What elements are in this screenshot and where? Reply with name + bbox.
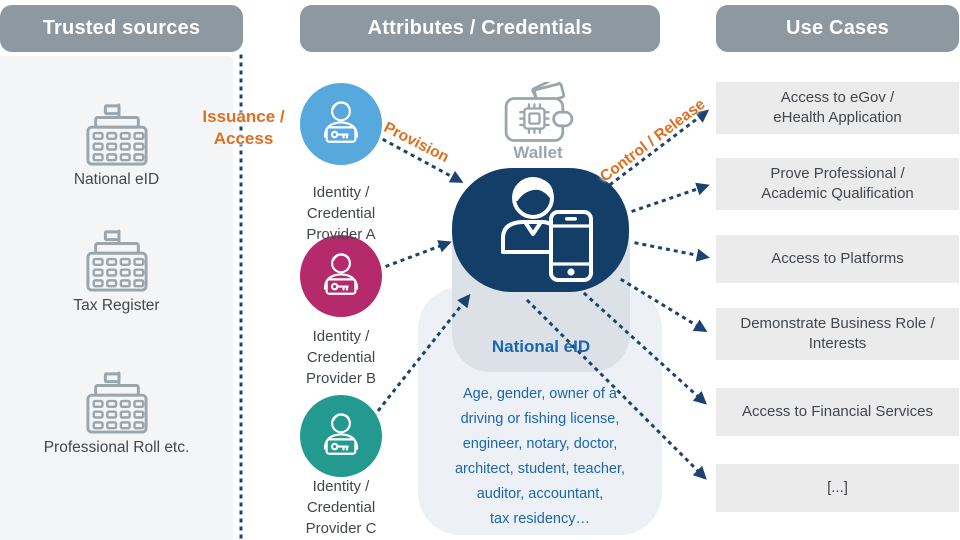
national-eid-card-label: National eID bbox=[491, 337, 591, 356]
use-cases-title: Use Cases bbox=[786, 17, 889, 39]
arrow-eid-to-usecase-2 bbox=[631, 182, 710, 213]
usecase-more: [...] bbox=[716, 464, 959, 512]
use-cases-header: Use Cases bbox=[716, 5, 959, 52]
usecase-business-role: Demonstrate Business Role / Interests bbox=[716, 308, 959, 360]
arrow-eid-to-usecase-6 bbox=[525, 298, 707, 480]
arrow-provider-c-to-eid bbox=[371, 293, 471, 419]
identity-provider-icon bbox=[323, 253, 359, 295]
provider-a-avatar bbox=[300, 83, 382, 165]
identity-provider-icon bbox=[323, 413, 359, 455]
source-label: National eID bbox=[73, 171, 160, 188]
national-eid-wallet-blob bbox=[452, 168, 629, 292]
source-label: Tax Register bbox=[73, 297, 160, 314]
government-building-icon bbox=[85, 229, 148, 292]
wallet-icon bbox=[501, 76, 577, 151]
attributes-credentials-header: Attributes / Credentials bbox=[300, 5, 660, 52]
provider-c-label: Identity / Credential Provider C bbox=[305, 478, 377, 537]
trusted-sources-title: Trusted sources bbox=[42, 17, 201, 39]
usecase-financial: Access to Financial Services bbox=[716, 388, 959, 436]
source-label: Professional Roll etc. bbox=[43, 439, 190, 456]
arrow-eid-to-usecase-5 bbox=[582, 291, 707, 405]
wallet-label: Wallet bbox=[513, 143, 563, 162]
provider-c-avatar bbox=[300, 395, 382, 477]
provider-b-label: Identity / Credential Provider B bbox=[305, 328, 377, 387]
source-tax-register: Tax Register bbox=[0, 228, 233, 315]
identity-provider-icon bbox=[323, 101, 359, 143]
government-building-icon bbox=[85, 371, 148, 434]
provider-a-label: Identity / Credential Provider A bbox=[306, 184, 376, 243]
trusted-sources-header: Trusted sources bbox=[0, 5, 243, 52]
source-professional-roll: Professional Roll etc. bbox=[0, 370, 233, 457]
arrow-eid-to-usecase-3 bbox=[634, 241, 710, 262]
government-building-icon bbox=[85, 103, 148, 166]
usecase-platforms: Access to Platforms bbox=[716, 235, 959, 283]
person-with-smartphone-icon bbox=[500, 177, 593, 282]
provider-b-avatar bbox=[300, 235, 382, 317]
usecase-qualification: Prove Professional / Academic Qualificat… bbox=[716, 158, 959, 210]
usecase-egov-ehealth: Access to eGov / eHealth Application bbox=[716, 82, 959, 134]
attributes-credentials-title: Attributes / Credentials bbox=[367, 17, 593, 39]
issuance-access-label: Issuance / Access bbox=[202, 107, 285, 148]
attributes-list: Age, gender, owner of a driving or fishi… bbox=[454, 386, 626, 527]
arrow-eid-to-usecase-4 bbox=[619, 277, 708, 333]
arrow-provider-a-to-eid bbox=[381, 137, 464, 184]
source-national-eid: National eID bbox=[0, 102, 233, 189]
arrow-provider-b-to-eid bbox=[385, 240, 452, 268]
